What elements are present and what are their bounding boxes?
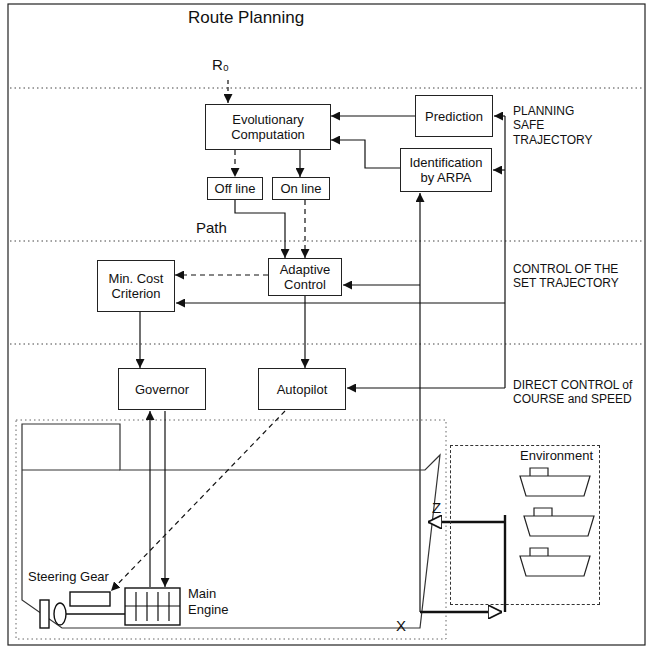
process-box: Governor	[118, 368, 206, 410]
label-text: PLANNING SAFE TRAJECTORY	[513, 104, 593, 147]
connector-arrow	[304, 296, 305, 368]
process-box: Autopilot	[258, 368, 346, 410]
connector-arrow	[331, 140, 400, 168]
diagram-label: Steering Gear	[28, 569, 109, 585]
environment-illustration	[420, 468, 594, 612]
diagram-label: CONTROL OF THE SET TRAJECTORY	[513, 262, 638, 291]
diagram-label: X	[396, 617, 406, 635]
process-box: Adaptive Control	[268, 258, 342, 296]
connector-arrow	[235, 200, 285, 258]
label-text: R₀	[212, 56, 229, 73]
label-text: X	[396, 617, 406, 634]
connector-arrow	[175, 274, 268, 275]
box-text: Off line	[215, 181, 256, 196]
layer-separators	[10, 88, 643, 344]
label-text: DIRECT CONTROL of COURSE and SPEED	[513, 378, 632, 406]
connector-arrow	[304, 200, 305, 258]
ship-illustration	[16, 411, 446, 639]
box-text: Min. Cost Criterion	[101, 271, 171, 301]
environment-region: Environment	[450, 445, 600, 605]
box-text: Identification by ARPA	[404, 155, 488, 185]
connector-arrow	[331, 115, 415, 116]
label-text: Steering Gear	[28, 569, 109, 584]
process-box: Off line	[207, 177, 263, 200]
process-box: Identification by ARPA	[400, 148, 492, 192]
feedback-lines	[176, 116, 505, 612]
box-text: Environment	[520, 448, 593, 463]
diagram-label: Main Engine	[188, 586, 242, 617]
diagram-label: PLANNING SAFE TRAJECTORY	[513, 104, 608, 147]
process-box: Min. Cost Criterion	[97, 260, 175, 312]
diagram-label: DIRECT CONTROL of COURSE and SPEED	[513, 378, 638, 407]
label-text: Path	[196, 219, 227, 236]
diagram-label: Route Planning	[188, 8, 304, 28]
connector-arrow	[234, 150, 235, 177]
process-box: Prediction	[415, 95, 493, 137]
process-box: Evolutionary Computation	[205, 104, 331, 150]
process-box: On line	[272, 177, 330, 200]
box-text: Prediction	[425, 109, 483, 124]
box-text: Autopilot	[277, 382, 328, 397]
connector-arrow	[299, 150, 300, 177]
connector-arrow	[139, 312, 140, 368]
diagram-label: Z	[432, 499, 441, 517]
box-text: Evolutionary Computation	[209, 112, 327, 142]
box-text: Governor	[135, 382, 189, 397]
route-arrow	[227, 80, 228, 103]
outer-frame	[8, 4, 645, 645]
diagram-label: Path	[196, 219, 227, 237]
box-text: On line	[280, 181, 321, 196]
diagram-label: R₀	[212, 56, 229, 74]
label-text: Main Engine	[188, 586, 228, 617]
label-text: Z	[432, 499, 441, 516]
label-text: Route Planning	[188, 8, 304, 27]
box-text: Adaptive Control	[272, 262, 338, 292]
label-text: CONTROL OF THE SET TRAJECTORY	[513, 262, 619, 290]
